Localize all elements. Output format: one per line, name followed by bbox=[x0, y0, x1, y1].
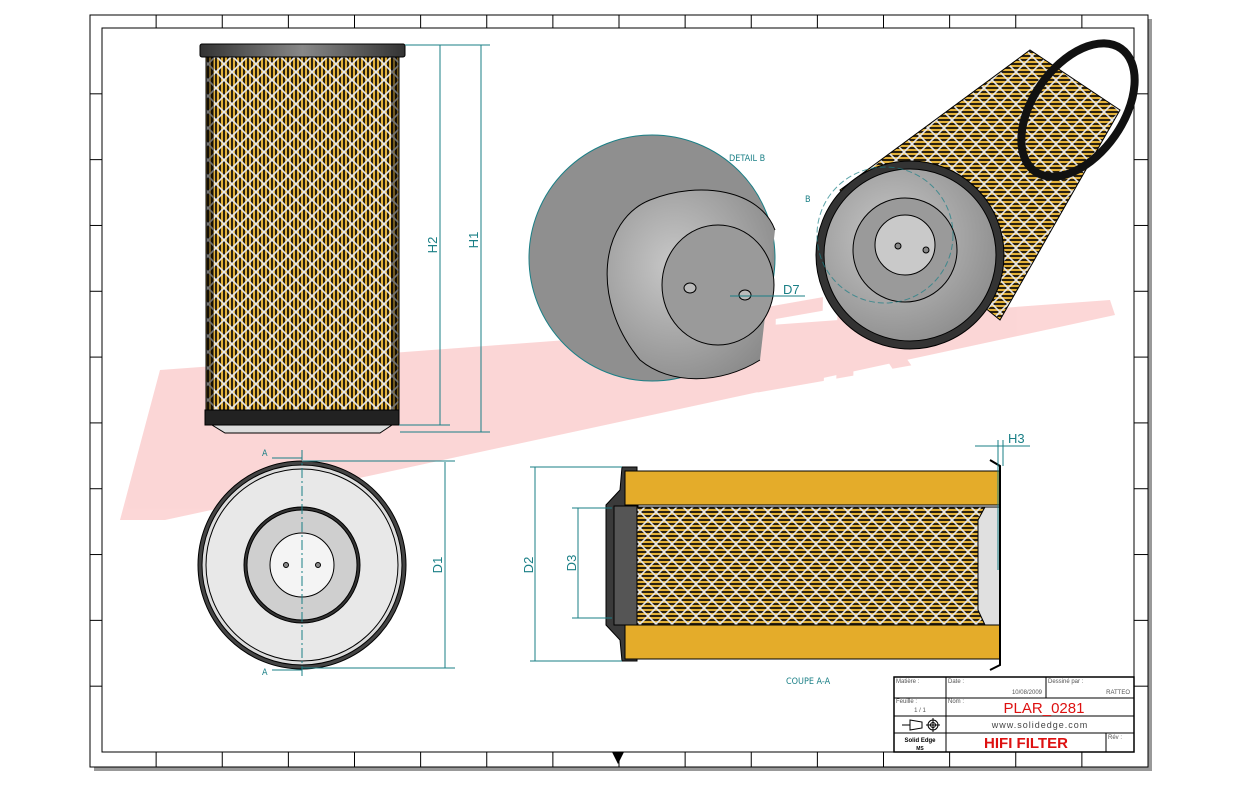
website: www.solidedge.com bbox=[991, 720, 1089, 730]
dim-h2: H2 bbox=[425, 237, 440, 254]
detail-b-label: DETAIL B bbox=[729, 154, 765, 164]
sheet-value: 1 / 1 bbox=[914, 708, 926, 714]
software-label: Solid Edge bbox=[904, 738, 936, 744]
rev-label: Rév : bbox=[1108, 735, 1122, 741]
software-sub: MS bbox=[916, 746, 924, 752]
company-name: HIFI FILTER bbox=[984, 735, 1068, 752]
sheet-label: Feuille : bbox=[896, 699, 917, 705]
dim-d3: D3 bbox=[564, 555, 579, 572]
material-label: Matière : bbox=[896, 679, 920, 685]
section-mark-top: A bbox=[262, 449, 268, 459]
name-label: Nom : bbox=[948, 699, 964, 705]
zone-markers bbox=[90, 15, 1148, 767]
dim-d2: D2 bbox=[521, 557, 536, 574]
dim-d1: D1 bbox=[430, 557, 445, 574]
section-label: COUPE A-A bbox=[786, 677, 831, 687]
detail-b-view: DETAIL B D7 bbox=[528, 134, 805, 382]
detail-b-marker: B bbox=[805, 195, 811, 205]
date-label: Date : bbox=[948, 679, 964, 685]
end-view: A A D1 bbox=[197, 449, 455, 678]
part-name: PLAR_0281 bbox=[1004, 700, 1085, 717]
side-view: H2 H1 bbox=[199, 43, 490, 434]
drawn-by-value: RATTEO bbox=[1106, 690, 1130, 696]
section-mark-bottom: A bbox=[262, 668, 268, 678]
drawn-by-label: Dessiné par : bbox=[1048, 679, 1084, 685]
title-block: Matière : Date : 10/08/2009 Dessiné par … bbox=[893, 676, 1135, 753]
section-view: D2 D3 H3 COUPE A-A bbox=[521, 431, 1030, 687]
date-value: 10/08/2009 bbox=[1012, 690, 1043, 696]
center-mark-icon bbox=[612, 752, 624, 764]
dim-d7: D7 bbox=[783, 282, 800, 297]
dim-h1: H1 bbox=[466, 232, 481, 249]
dim-h3: H3 bbox=[1008, 431, 1025, 446]
projection-symbol-icon bbox=[902, 718, 940, 732]
isometric-view: B bbox=[805, 39, 1139, 350]
